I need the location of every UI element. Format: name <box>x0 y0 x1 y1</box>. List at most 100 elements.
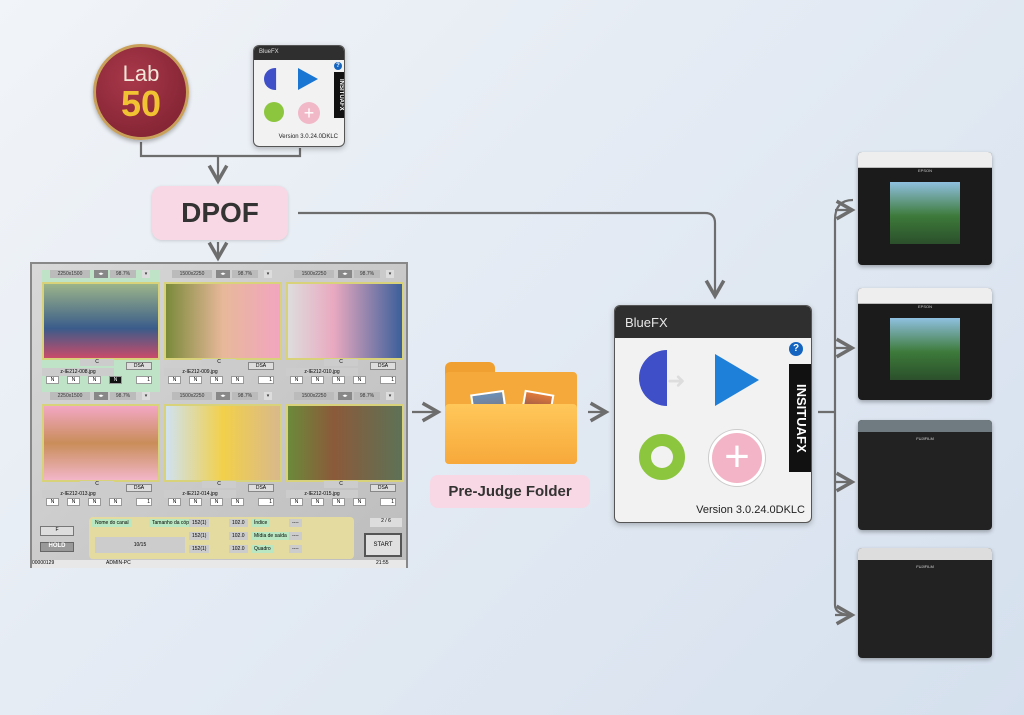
page-indicator: 2 / 6 <box>370 518 402 527</box>
quantity-field[interactable]: 1 <box>136 376 152 384</box>
dsa-button[interactable]: DSA <box>248 362 274 370</box>
quantity-field[interactable]: 1 <box>136 498 152 506</box>
arrow-right-icon: ➜ <box>667 368 686 393</box>
start-button[interactable]: START <box>364 533 402 557</box>
epson-printer: EPSON <box>858 288 992 400</box>
n-button[interactable]: N <box>210 376 223 384</box>
color-mode: C <box>324 481 358 488</box>
insituafx-logo: INSITUAFX <box>334 72 344 118</box>
n-button[interactable]: N <box>67 498 80 506</box>
menu-icon[interactable]: ▾ <box>264 392 272 400</box>
f-button[interactable]: F <box>40 526 74 536</box>
filename: z-IE212-013.jpg <box>42 490 114 498</box>
n-button[interactable]: N <box>231 498 244 506</box>
bluefx-window: BlueFX ➜ + ? INSITUAFX Version 3.0.24.0D… <box>614 305 812 523</box>
n-button[interactable]: N <box>332 498 345 506</box>
n-button[interactable]: N <box>353 376 366 384</box>
n-button[interactable]: N <box>46 498 59 506</box>
photo-thumbnail <box>42 282 160 360</box>
dsa-button[interactable]: DSA <box>126 362 152 370</box>
hold-button[interactable]: HOLD <box>40 542 74 552</box>
menu-icon[interactable]: ▾ <box>142 270 150 278</box>
n-button[interactable]: N <box>290 376 303 384</box>
n-button[interactable]: N <box>109 376 122 384</box>
n-button[interactable]: N <box>210 498 223 506</box>
dsa-button[interactable]: DSA <box>126 484 152 492</box>
menu-icon[interactable]: ▾ <box>386 270 394 278</box>
channel-value[interactable]: 10/15 <box>95 537 185 553</box>
sync-icon[interactable] <box>639 434 685 480</box>
n-button[interactable]: N <box>311 376 324 384</box>
quantity-field[interactable]: 1 <box>258 376 274 384</box>
play-icon[interactable] <box>298 68 318 90</box>
image-size: 1500x2250 <box>294 392 334 400</box>
quantity-field[interactable]: 1 <box>380 498 396 506</box>
n-button[interactable]: N <box>88 376 101 384</box>
n-button[interactable]: N <box>353 498 366 506</box>
n-button[interactable]: N <box>189 376 202 384</box>
image-size: 2250x1500 <box>50 392 90 400</box>
menu-icon[interactable]: ▾ <box>264 270 272 278</box>
n-button[interactable]: N <box>109 498 122 506</box>
photo-thumbnail <box>42 404 160 482</box>
filename: z-IE212-015.jpg <box>286 490 358 498</box>
nav-arrows[interactable]: ◂▸ <box>338 270 352 278</box>
window-title: BlueFX <box>254 46 344 60</box>
photo-thumbnail <box>164 404 282 482</box>
dpof-box: DPOF <box>152 186 288 240</box>
photo-thumbnail <box>286 282 404 360</box>
nav-arrows[interactable]: ◂▸ <box>94 392 108 400</box>
n-button[interactable]: N <box>311 498 324 506</box>
image-size: 1500x2250 <box>172 270 212 278</box>
sync-icon[interactable] <box>264 102 284 122</box>
n-button[interactable]: N <box>46 376 59 384</box>
dsa-button[interactable]: DSA <box>248 484 274 492</box>
image-size: 2250x1500 <box>50 270 90 278</box>
dsa-button[interactable]: DSA <box>370 362 396 370</box>
status-bar: 00000129 ADMIN-PC 21:55 <box>32 560 406 568</box>
add-icon[interactable]: + <box>298 102 320 124</box>
quantity-field[interactable]: 1 <box>380 376 396 384</box>
nav-arrows[interactable]: ◂▸ <box>94 270 108 278</box>
filename: z-IE212-010.jpg <box>286 368 358 376</box>
folder-icon <box>445 362 577 464</box>
menu-icon[interactable]: ▾ <box>386 392 394 400</box>
zoom-level: 98.7% <box>232 270 258 278</box>
n-button[interactable]: N <box>67 376 80 384</box>
cell-header: 2250x1500◂▸98.7%▾ <box>42 392 160 401</box>
zoom-level: 98.7% <box>354 392 380 400</box>
quantity-field[interactable]: 1 <box>258 498 274 506</box>
help-icon[interactable]: ? <box>789 342 803 356</box>
n-button[interactable]: N <box>168 376 181 384</box>
zoom-level: 98.7% <box>110 270 136 278</box>
add-icon[interactable]: + <box>709 430 765 486</box>
color-mode: C <box>202 481 236 488</box>
pre-judge-folder-label: Pre-Judge Folder <box>430 475 590 508</box>
n-button[interactable]: N <box>290 498 303 506</box>
dsa-button[interactable]: DSA <box>370 484 396 492</box>
cell-header: 2250x1500 ◂▸98.7% ▾ <box>42 270 160 279</box>
fujifilm-printer: FUJIFILM <box>858 548 992 658</box>
n-button[interactable]: N <box>168 498 181 506</box>
nav-arrows[interactable]: ◂▸ <box>216 392 230 400</box>
n-button[interactable]: N <box>189 498 202 506</box>
nav-arrows[interactable]: ◂▸ <box>338 392 352 400</box>
cell-header: 1500x2250◂▸98.7%▾ <box>164 392 282 401</box>
export-icon[interactable] <box>264 68 277 90</box>
n-button[interactable]: N <box>332 376 345 384</box>
menu-icon[interactable]: ▾ <box>142 392 150 400</box>
help-icon[interactable]: ? <box>334 62 342 70</box>
n-button[interactable]: N <box>88 498 101 506</box>
nav-arrows[interactable]: ◂▸ <box>216 270 230 278</box>
n-button[interactable]: N <box>231 376 244 384</box>
play-icon[interactable] <box>715 354 759 406</box>
order-info-panel: Nome do canal Tamanho da cópia 10/15 152… <box>89 517 354 559</box>
photo-thumbnail <box>286 404 404 482</box>
